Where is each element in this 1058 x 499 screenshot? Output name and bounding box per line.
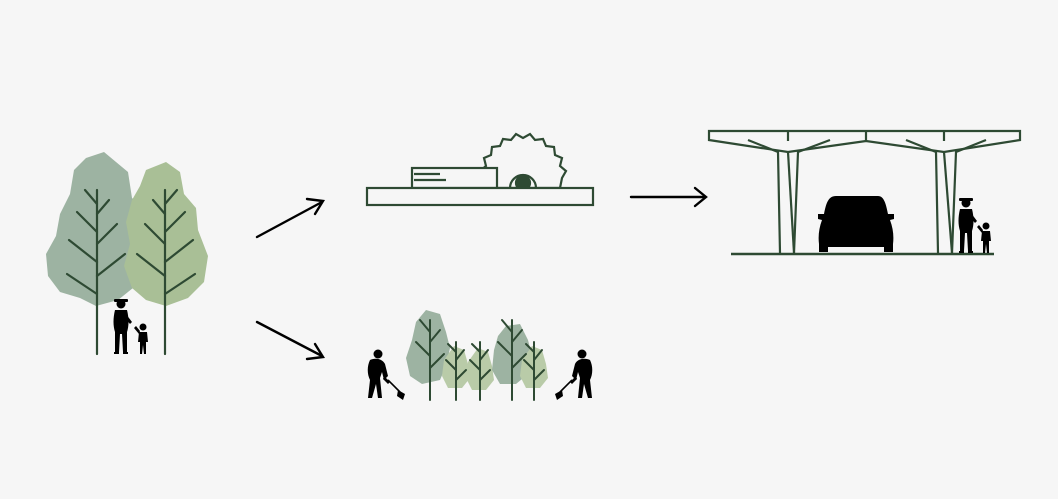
circular-saw-blade-icon: [478, 132, 568, 192]
sawmill-scene: [365, 132, 595, 207]
timber-carport-icon: [707, 129, 1022, 256]
arrow-right-up-icon: [255, 197, 325, 239]
carport-scene: [707, 129, 1022, 256]
arrow-right-icon: [629, 186, 708, 208]
forest-scene: [46, 152, 208, 356]
car-icon: [818, 196, 894, 252]
tree-foliage: [406, 310, 450, 384]
arrow-right-down-icon: [255, 320, 325, 361]
child-person-icon: [134, 323, 148, 354]
child-person-icon: [977, 222, 991, 253]
adult-person-icon: [113, 299, 132, 354]
digging-worker-icon: [554, 348, 594, 401]
digging-worker-icon: [366, 348, 406, 401]
replanting-scene: [366, 310, 594, 401]
adult-person-icon: [958, 198, 977, 253]
timber-beam-icon: [410, 166, 499, 190]
cutting-table-icon: [365, 186, 595, 207]
